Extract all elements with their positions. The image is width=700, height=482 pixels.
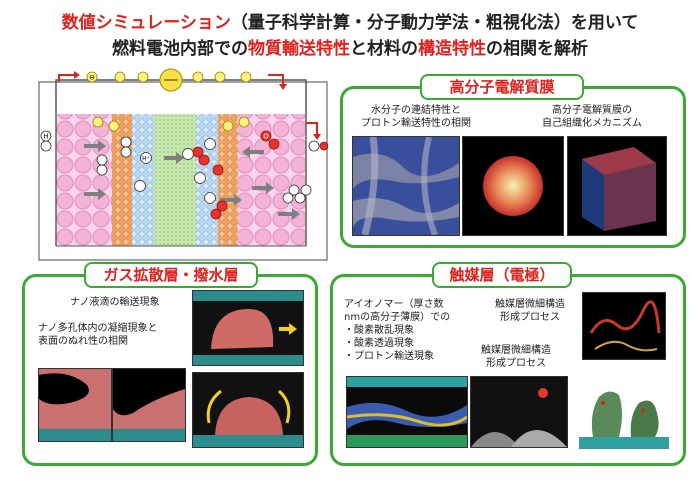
sim-image-water-network [352,136,460,236]
header-line-1: 数値シミュレーション（量子科学計算・分子動力学法・粗視化法）を用いて [0,8,700,33]
sim-image-condensation-b [112,368,186,442]
label-self-assembly-1: 高分子電解質膜の [552,105,632,116]
label-water-proton-1: 水分子の連結特性と [371,105,461,116]
header-text-c: の相関を解析 [486,39,588,59]
header-line-1-rest: （量子科学計算・分子動力学法・粗視化法）を用いて [230,13,639,33]
proton-label: H⁺ [142,156,150,163]
header-line-2: 燃料電池内部での物質輸送特性と材料の構造特性の相関を解析 [0,34,700,59]
label-self-assembly-2: 自己組織化メカニズム [542,118,642,129]
sim-image-catalyst-pillars [578,372,670,450]
label-catalyst-structure-1: 触媒層微細構造形成プロセス [480,298,580,324]
sim-image-wetting [192,372,304,448]
sim-image-catalyst-network [582,292,666,360]
sim-image-ionomer-film [346,376,468,448]
label-catalyst-structure-1b: 形成プロセス [500,312,560,323]
label-self-assembly: 高分子電解質膜の自己組織化メカニズム [522,104,662,130]
oxygen-label: O [263,133,269,141]
label-catalyst-structure-2: 触媒層微細構造形成プロセス [466,344,566,370]
label-condensation-1: ナノ多孔体内の凝縮現象と [38,323,158,334]
label-nano-droplet: ナノ液滴の輸送現象 [70,297,160,308]
hydrogen-label: H [43,133,48,141]
sim-image-membrane-cube [567,136,667,236]
label-catalyst-structure-2b: 形成プロセス [486,358,546,369]
header-highlight-structure: 構造特性 [418,39,486,59]
header-text-b: と材料の [350,39,418,59]
label-catalyst-structure-2a: 触媒層微細構造 [481,345,551,356]
panel-title-electrolyte: 高分子電解質膜 [420,74,584,100]
sim-image-droplet-transport [192,290,304,366]
panel-title-gas-diffusion: ガス拡散層・撥水層 [84,262,258,288]
label-ionomer-2: nmの高分子薄膜）での [344,312,451,323]
label-condensation: ナノ多孔体内の凝縮現象と表面のぬれ性の相関 [38,322,158,348]
label-catalyst-structure-1a: 触媒層微細構造 [495,299,565,310]
header-text-a: 燃料電池内部での [112,39,248,59]
sim-image-condensation-a [38,368,112,442]
sim-image-oxygen-surface [470,376,568,448]
label-water-proton-2: プロトン輸送特性の相関 [361,118,471,129]
bullet-oxygen-scattering: ・酸素散乱現象 [344,325,414,336]
label-condensation-2: 表面のぬれ性の相関 [38,336,128,347]
label-water-proton: 水分子の連結特性とプロトン輸送特性の相関 [360,104,472,130]
bullet-proton-transport: ・プロトン輸送現象 [344,351,434,362]
sim-image-proton-cluster [462,136,564,236]
header-highlight-simulation: 数値シミュレーション [61,13,231,33]
label-ionomer-1: アイオノマー（厚さ数 [344,299,444,310]
header-highlight-transport: 物質輸送特性 [248,39,350,59]
fuel-cell-diagram: ⊖ H H⁺ O [38,68,328,261]
bullet-oxygen-permeation: ・酸素透過現象 [344,338,414,349]
electron-label: ⊖ [89,74,95,82]
panel-title-catalyst: 触媒層（電極） [432,262,572,288]
label-ionomer: アイオノマー（厚さ数 nmの高分子薄膜）での・酸素散乱現象・酸素透過現象・プロトン… [344,298,450,363]
